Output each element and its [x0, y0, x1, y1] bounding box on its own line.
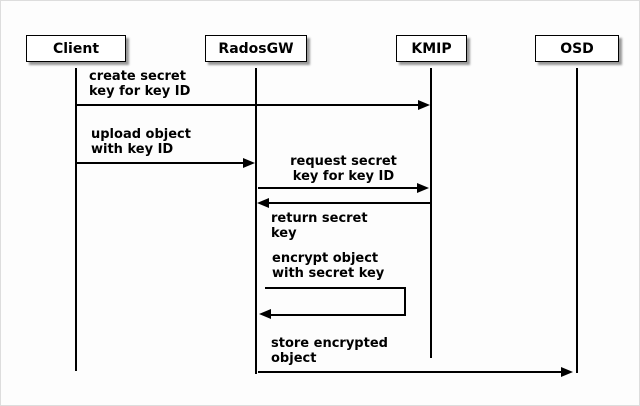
self-loop-box: [265, 287, 406, 316]
arrow-right-icon: [418, 100, 430, 110]
arrow-left-icon: [257, 198, 269, 208]
lifeline-kmip: [430, 68, 432, 358]
message-line: [258, 371, 561, 373]
actor-label-kmip: KMIP: [411, 40, 452, 57]
arrow-left-icon: [259, 309, 271, 319]
actor-label-osd: OSD: [560, 40, 594, 57]
lifeline-client: [75, 68, 77, 371]
lifeline-osd: [576, 68, 578, 373]
message-label: request secret key for key ID: [290, 154, 397, 184]
actor-box-osd: OSD: [535, 35, 619, 62]
message-line: [77, 104, 419, 106]
arrow-right-icon: [561, 367, 573, 377]
actor-label-client: Client: [52, 40, 100, 57]
message-label: store encrypted object: [271, 336, 388, 366]
message-label: encrypt object with secret key: [272, 251, 385, 281]
actor-box-kmip: KMIP: [396, 35, 467, 62]
arrow-right-icon: [417, 183, 429, 193]
message-label: return secret key: [271, 211, 368, 241]
actor-box-client: Client: [26, 35, 126, 62]
message-line: [258, 187, 418, 189]
actor-label-radosgw: RadosGW: [218, 40, 294, 57]
message-line: [77, 162, 243, 164]
arrow-right-icon: [243, 158, 255, 168]
message-line: [269, 202, 430, 204]
message-label: upload object with key ID: [91, 127, 191, 157]
actor-box-radosgw: RadosGW: [205, 35, 307, 62]
message-label: create secret key for key ID: [89, 69, 191, 99]
lifeline-radosgw: [255, 68, 257, 374]
